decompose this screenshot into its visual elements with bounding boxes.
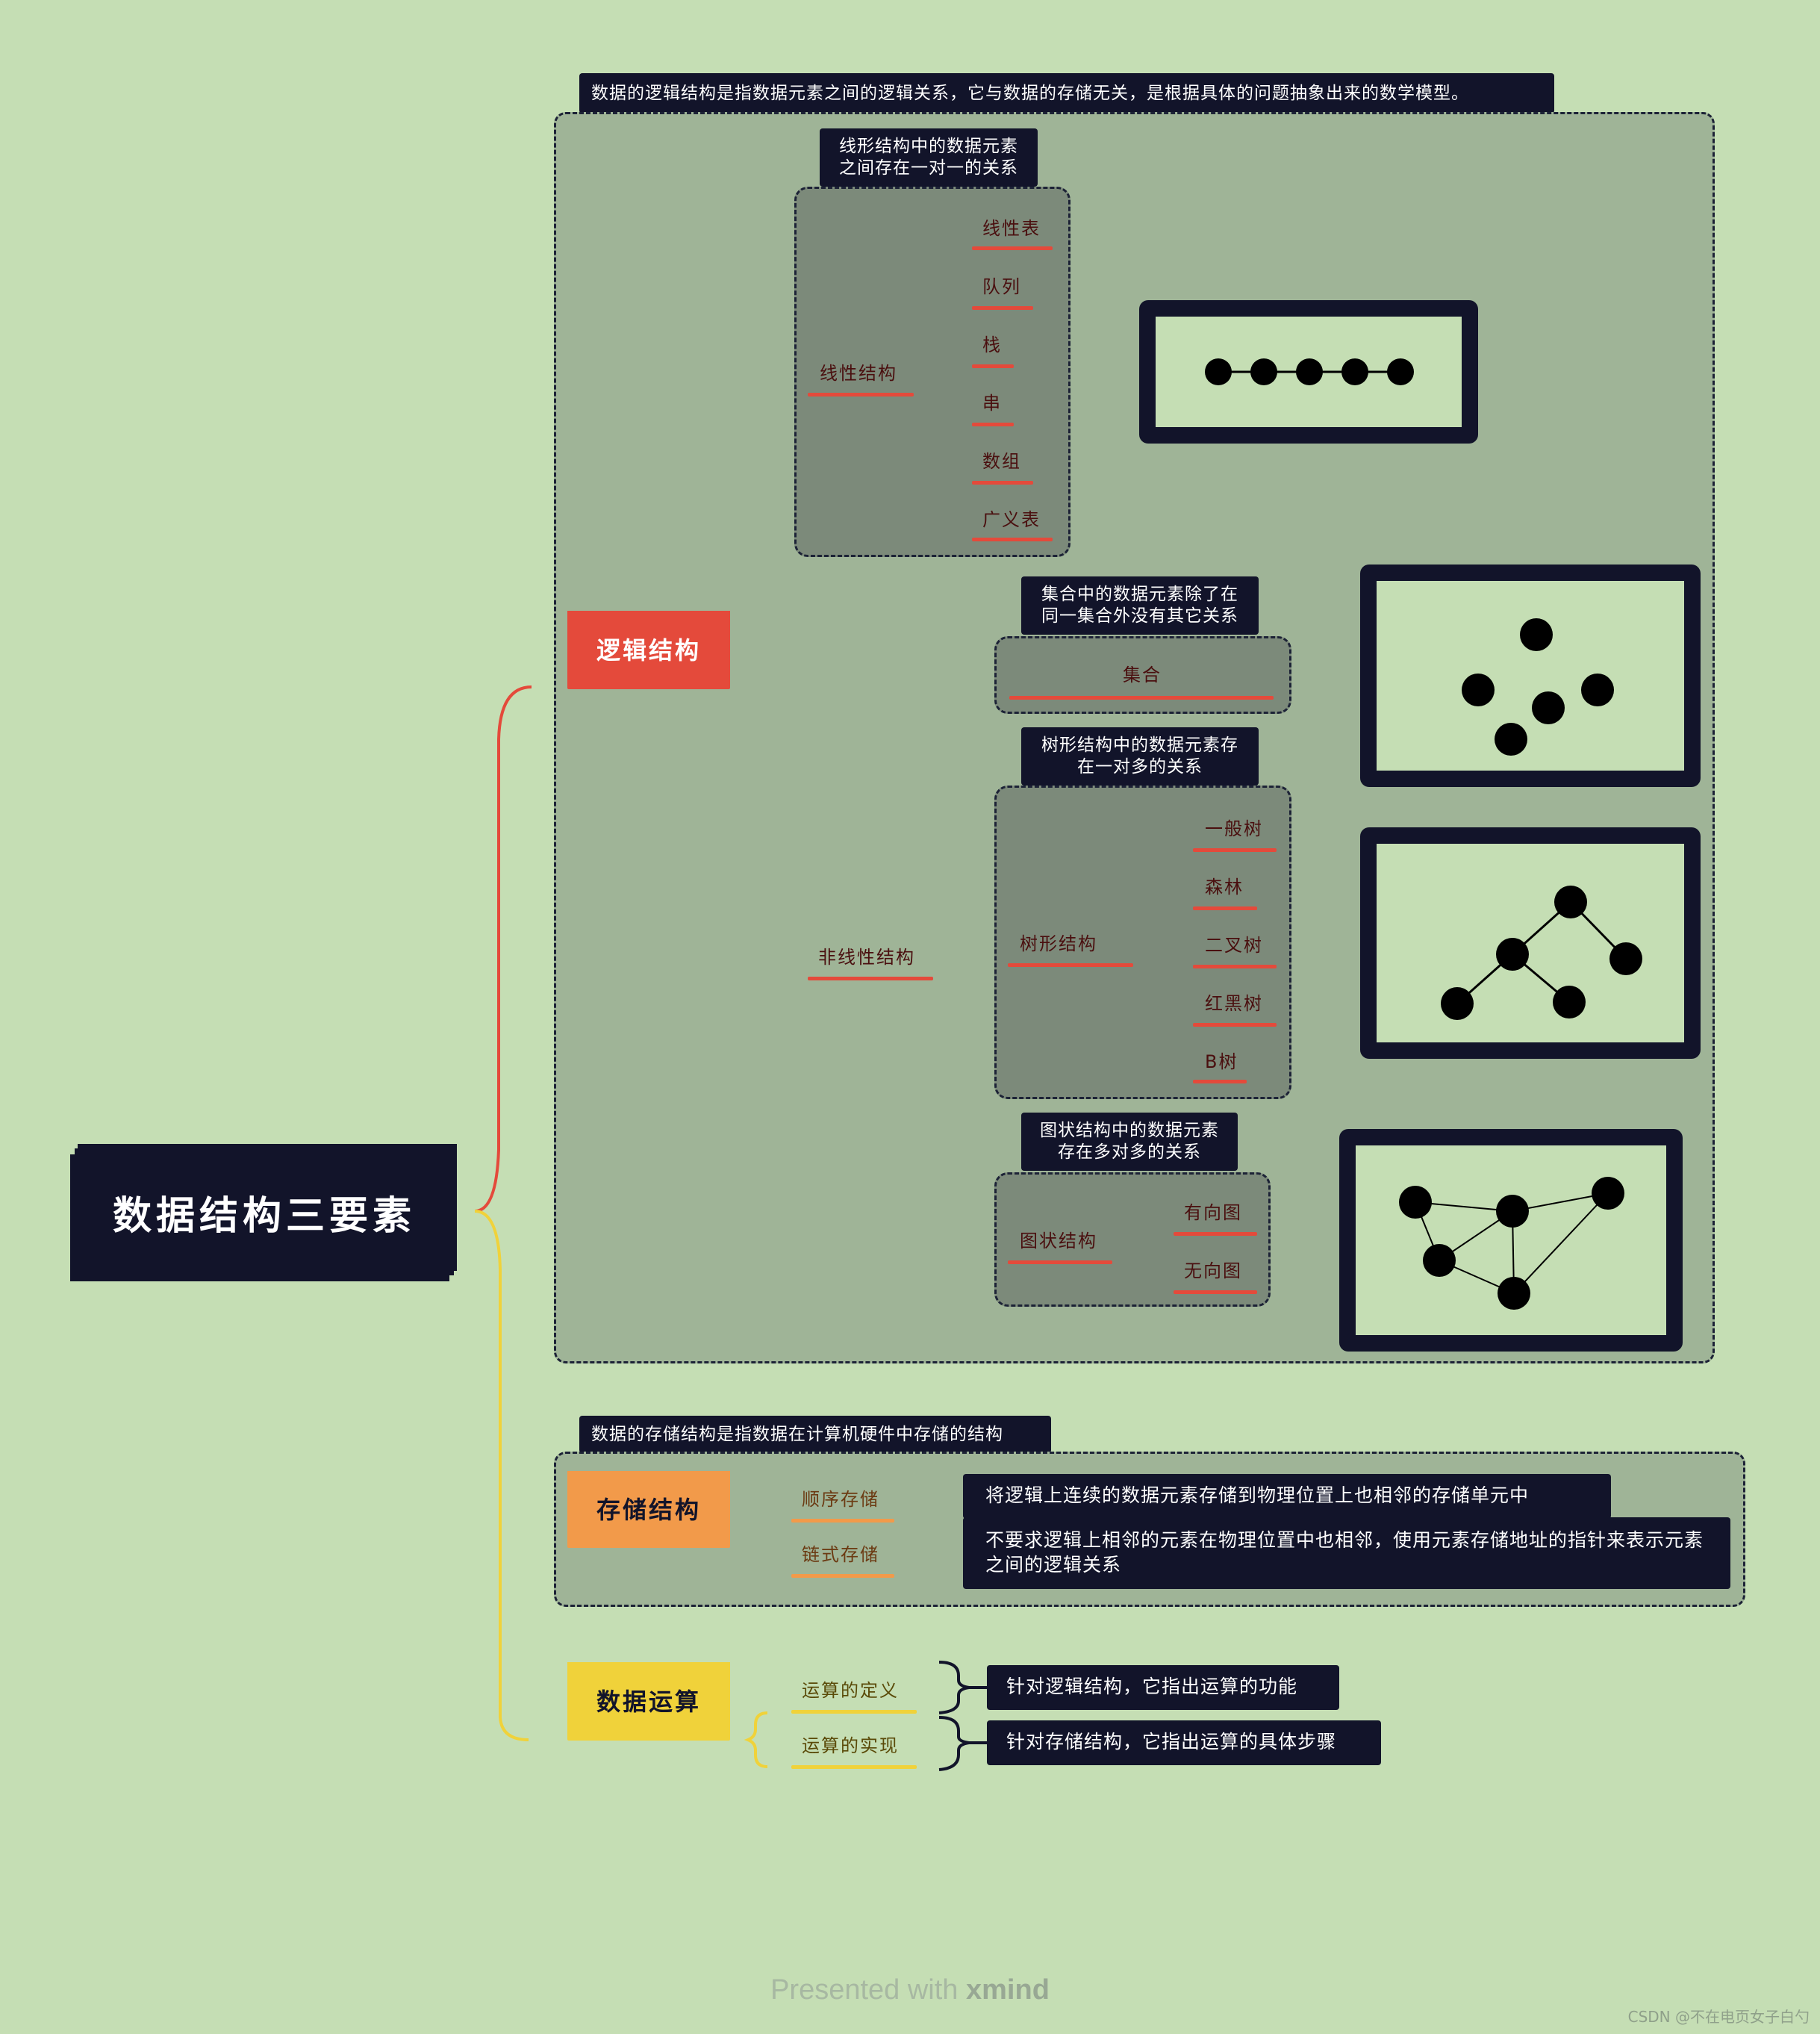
operation-item-desc: 针对存储结构，它指出运算的具体步骤 (987, 1720, 1381, 1765)
storage-tag[interactable]: 存储结构 (567, 1471, 730, 1546)
logical-tag-underline (567, 685, 730, 689)
operation-tag-underline (567, 1737, 730, 1741)
operation-item-underline (791, 1765, 917, 1769)
tree-item[interactable]: 森林 (1205, 877, 1244, 898)
tree-frame (994, 786, 1291, 1099)
graph-label-underline (1008, 1260, 1112, 1264)
graph-item[interactable]: 有向图 (1184, 1202, 1242, 1223)
linear-item-underline (972, 306, 1033, 310)
tree-item-underline (1193, 848, 1277, 852)
tree-item-underline (1193, 906, 1257, 910)
set-label[interactable]: 集合 (1123, 665, 1162, 685)
graph-item-underline (1174, 1290, 1257, 1294)
tree-nodes-graphic (1441, 886, 1642, 1020)
graph-diagram (1339, 1129, 1683, 1352)
linear-item-underline (972, 538, 1053, 541)
tree-item[interactable]: 二叉树 (1205, 935, 1263, 956)
graph-note: 图状结构中的数据元素存在多对多的关系 (1021, 1113, 1238, 1171)
tree-note: 树形结构中的数据元素存在一对多的关系 (1021, 727, 1259, 786)
footer-prefix: Presented with (770, 1974, 966, 2006)
storage-item-label[interactable]: 链式存储 (802, 1544, 879, 1565)
linear-note: 线形结构中的数据元素之间存在一对一的关系 (820, 128, 1038, 187)
footer-credit: Presented with xmind (0, 1974, 1820, 2006)
linear-item-underline (972, 481, 1033, 485)
logical-tag[interactable]: 逻辑结构 (567, 611, 730, 687)
operation-item-underline (791, 1710, 917, 1714)
operation-tag[interactable]: 数据运算 (567, 1662, 730, 1738)
linear-item[interactable]: 线性表 (982, 218, 1041, 239)
logical-note: 数据的逻辑结构是指数据元素之间的逻辑关系，它与数据的存储无关，是根据具体的问题抽… (579, 73, 1554, 113)
tree-item-underline (1193, 1080, 1247, 1083)
nonlinear-label[interactable]: 非线性结构 (818, 947, 915, 968)
storage-item-underline (791, 1574, 894, 1578)
set-frame (994, 636, 1291, 714)
linear-nodes-graphic (1205, 358, 1414, 385)
set-diagram (1360, 565, 1701, 787)
tree-item-underline (1193, 1023, 1277, 1027)
storage-tag-underline (567, 1544, 730, 1548)
tree-diagram (1360, 827, 1701, 1059)
graph-item-underline (1174, 1232, 1257, 1236)
linear-item[interactable]: 串 (982, 393, 1002, 414)
storage-item-desc: 将逻辑上连续的数据元素存储到物理位置上也相邻的存储单元中 (963, 1474, 1611, 1519)
tree-label-underline (1008, 963, 1133, 967)
graph-item[interactable]: 无向图 (1184, 1260, 1242, 1281)
operation-item-label[interactable]: 运算的定义 (802, 1680, 899, 1701)
graph-label[interactable]: 图状结构 (1020, 1231, 1097, 1251)
linear-item-underline (972, 246, 1053, 250)
storage-note: 数据的存储结构是指数据在计算机硬件中存储的结构 (579, 1416, 1051, 1453)
linear-label-underline (808, 393, 914, 396)
watermark: CSDN @不在电页女子白勺 (1627, 2008, 1810, 2026)
nonlinear-label-underline (808, 977, 933, 980)
storage-item-underline (791, 1519, 894, 1523)
storage-item-desc: 不要求逻辑上相邻的元素在物理位置中也相邻，使用元素存储地址的指针来表示元素之间的… (963, 1517, 1730, 1589)
linear-diagram (1139, 300, 1478, 444)
linear-label[interactable]: 线性结构 (820, 363, 897, 384)
linear-item[interactable]: 广义表 (982, 509, 1041, 530)
graph-nodes-graphic (1399, 1177, 1624, 1310)
linear-item[interactable]: 栈 (982, 335, 1002, 355)
set-nodes-graphic (1462, 618, 1614, 756)
set-label-underline (1009, 696, 1274, 700)
graph-frame (994, 1172, 1271, 1307)
linear-item-underline (972, 364, 1014, 368)
operation-item-desc: 针对逻辑结构，它指出运算的功能 (987, 1665, 1339, 1710)
tree-item[interactable]: 一般树 (1205, 818, 1263, 839)
tree-item[interactable]: 红黑树 (1205, 993, 1263, 1014)
linear-item[interactable]: 队列 (982, 276, 1021, 297)
storage-item-label[interactable]: 顺序存储 (802, 1489, 879, 1510)
set-note: 集合中的数据元素除了在同一集合外没有其它关系 (1021, 576, 1259, 635)
tree-item-underline (1193, 965, 1277, 968)
tree-label[interactable]: 树形结构 (1020, 933, 1097, 954)
linear-item[interactable]: 数组 (982, 451, 1021, 472)
tree-item[interactable]: B树 (1205, 1051, 1238, 1072)
central-topic[interactable]: 数据结构三要素 (75, 1148, 454, 1275)
operation-item-label[interactable]: 运算的实现 (802, 1735, 899, 1756)
footer-brand: xmind (966, 1974, 1050, 2006)
linear-item-underline (972, 423, 1014, 426)
